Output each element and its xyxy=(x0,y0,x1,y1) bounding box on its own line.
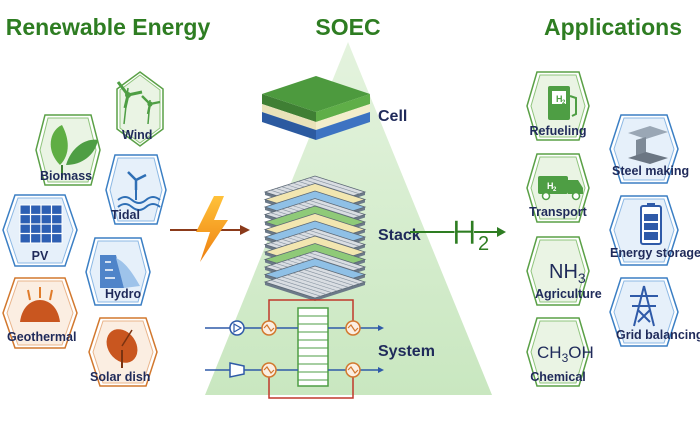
source-label: Biomass xyxy=(40,169,92,183)
application-label: Refueling xyxy=(530,124,587,138)
stack-channel-line xyxy=(309,177,360,195)
stack-channel-line xyxy=(292,272,343,290)
svg-text:2: 2 xyxy=(553,187,557,193)
stack-channel-line xyxy=(309,229,360,247)
methanol-formula-icon: CH3OH xyxy=(537,343,594,365)
leaf-icon xyxy=(50,125,98,178)
stack-channel-line xyxy=(298,271,349,288)
svg-text:H: H xyxy=(547,181,554,191)
source-label: Wind xyxy=(122,128,152,142)
application-label: Chemical xyxy=(530,370,586,384)
lightning-bolt-icon xyxy=(196,196,228,262)
renewable-energy-heading: Renewable Energy xyxy=(6,14,211,40)
ammonia-formula-icon: NH3 xyxy=(549,261,586,286)
source-pv: PV xyxy=(2,194,78,267)
svg-text:2: 2 xyxy=(562,100,566,106)
source-label: PV xyxy=(32,249,49,263)
dam-icon xyxy=(100,255,140,288)
truck-icon: H 2 xyxy=(538,176,583,201)
stack-channel-line xyxy=(303,269,354,286)
stack-channel-line xyxy=(276,278,327,295)
application-grid-balancing: Grid balancing xyxy=(609,277,700,347)
application-label: Grid balancing xyxy=(616,328,700,342)
hydrogen-subscript: 2 xyxy=(478,233,489,255)
power-tower-icon xyxy=(630,285,658,327)
source-wind: Wind xyxy=(116,71,164,147)
application-steel-making: Steel making xyxy=(609,114,689,184)
steel-beam-icon xyxy=(628,126,668,164)
soec-heading: SOEC xyxy=(315,14,380,40)
source-tidal: Tidal xyxy=(105,154,167,225)
application-label: Agriculture xyxy=(535,287,602,301)
wave-turbine-icon xyxy=(117,171,161,211)
application-transport: H 2 Transport xyxy=(526,153,590,223)
application-agriculture: NH3 Agriculture xyxy=(526,236,602,306)
wind-turbine-icon xyxy=(116,81,161,125)
application-label: Energy storage xyxy=(610,246,700,260)
soec-cell-graphic xyxy=(262,76,370,140)
stack-channel-line xyxy=(281,276,332,293)
source-label: Geothermal xyxy=(7,330,76,344)
source-hydro: Hydro xyxy=(85,237,151,306)
hydrogen-output: H 2 xyxy=(410,214,506,255)
compressor-icon xyxy=(229,362,245,378)
battery-icon xyxy=(640,203,662,245)
solar-panel-icon xyxy=(19,204,63,244)
source-label: Hydro xyxy=(105,287,141,301)
source-geothermal: Geothermal xyxy=(2,277,78,349)
soec-stack-graphic xyxy=(263,175,367,301)
svg-text:H: H xyxy=(556,94,563,104)
stack-channel-line xyxy=(309,252,360,270)
stack-channel-line xyxy=(309,199,360,217)
stack-channel-line xyxy=(287,274,338,292)
source-solar-dish: Solar dish xyxy=(88,317,158,387)
soec-level-stack: Stack xyxy=(378,227,421,244)
soec-system-schematic xyxy=(205,299,384,399)
application-label: Steel making xyxy=(612,164,689,178)
stack-channel-line xyxy=(309,267,360,285)
application-refueling: H 2 Refueling xyxy=(526,71,590,141)
soec-level-system: System xyxy=(378,343,435,360)
application-label: Transport xyxy=(529,205,587,219)
source-biomass: Biomass xyxy=(35,114,101,186)
source-label: Solar dish xyxy=(90,370,150,384)
stack-channel-line xyxy=(270,279,321,297)
volcano-icon xyxy=(20,287,60,322)
application-chemical: CH3OH Chemical xyxy=(526,317,594,387)
applications-heading: Applications xyxy=(544,14,682,40)
hydrogen-symbol: H xyxy=(452,214,477,252)
solar-dish-icon xyxy=(106,329,138,368)
fuel-pump-icon: H 2 xyxy=(548,86,577,120)
energy-input-arrow xyxy=(170,196,250,262)
source-label: Tidal xyxy=(111,208,140,222)
soec-level-cell: Cell xyxy=(378,108,407,125)
application-energy-storage: Energy storage xyxy=(609,195,700,266)
